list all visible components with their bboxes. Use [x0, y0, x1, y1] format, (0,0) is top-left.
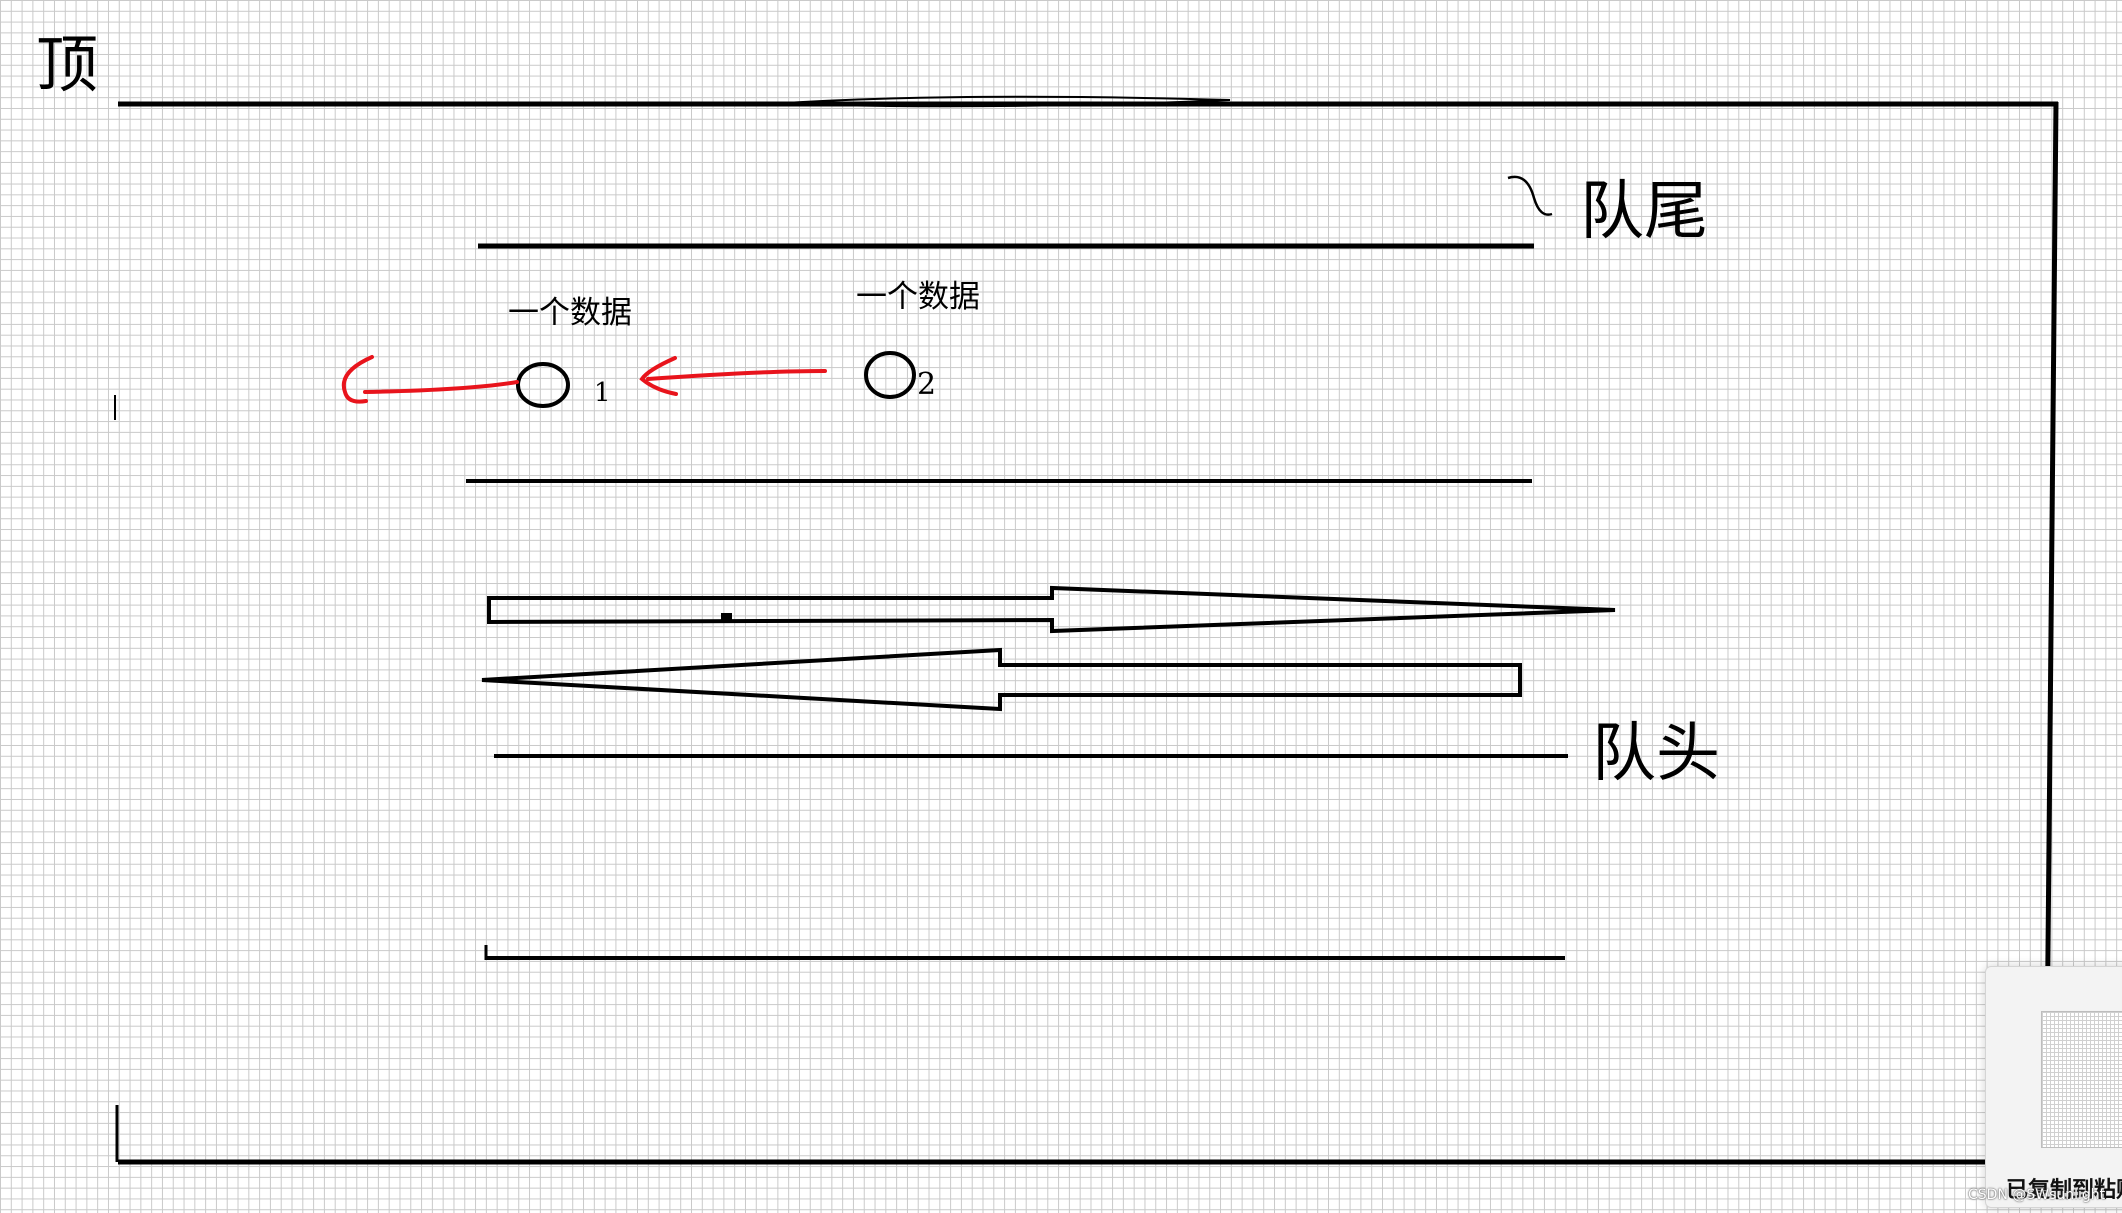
- frame-top-scribble: [769, 95, 1231, 108]
- red-arrow-head-1: [341, 355, 374, 404]
- data-circle-2: [864, 351, 916, 399]
- clipboard-thumbnail[interactable]: [2041, 1011, 2122, 1148]
- red-arrow-head-2: [639, 356, 678, 396]
- data-item-label-1: 一个数据: [508, 295, 632, 331]
- red-arrow-shaft-1: [363, 380, 519, 394]
- queue-tail-label: 队尾: [1580, 175, 1708, 249]
- clipboard-toast-text: 已复制到粘贴板: [2006, 1178, 2122, 1203]
- data-item-label-2: 一个数据: [856, 279, 980, 315]
- red-arrow-shaft-2: [646, 369, 827, 381]
- block-arrow-mark: [721, 613, 732, 620]
- data-circle-1: [516, 362, 570, 408]
- clipboard-toast[interactable]: 已复制到粘贴板: [1985, 966, 2122, 1208]
- block-arrow-left: [481, 647, 1522, 712]
- data-item-number-1: 1: [594, 378, 611, 408]
- data-item-number-2: 2: [917, 367, 937, 402]
- queue-head-label: 队头: [1592, 717, 1720, 791]
- watermark: CSDN @SWsunlight: [1968, 1187, 2106, 1203]
- top-label: 顶: [36, 28, 99, 101]
- block-arrow-right: [487, 585, 1616, 634]
- tail-pointer: [1507, 175, 1553, 216]
